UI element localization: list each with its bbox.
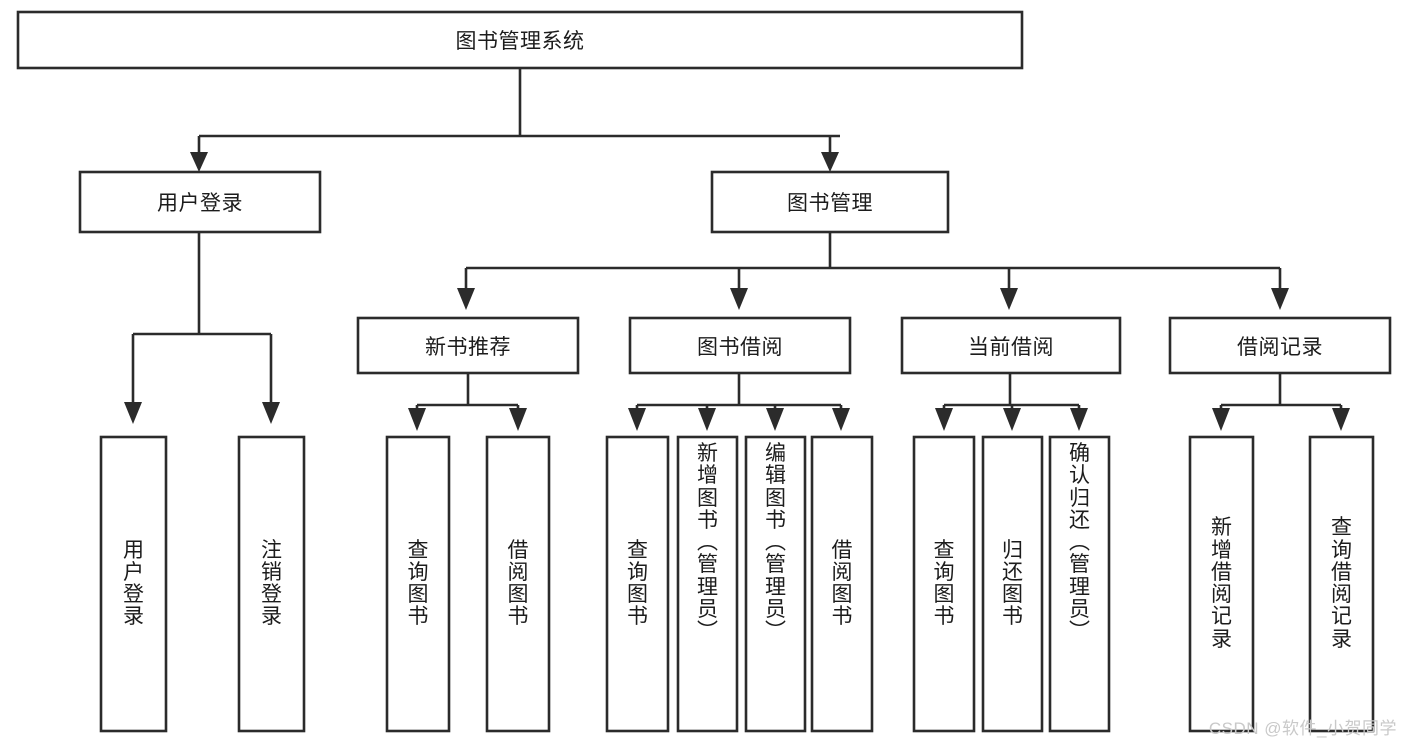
node-box-leaf-add-book[interactable] <box>676 435 739 733</box>
node-box-root[interactable] <box>16 10 1024 70</box>
node-box-leaf-return-book[interactable] <box>981 435 1044 733</box>
node-box-leaf-borrow-book-1[interactable] <box>485 435 551 733</box>
node-box-leaf-user-logout[interactable] <box>237 435 306 733</box>
node-box-leaf-query-record[interactable] <box>1308 435 1375 733</box>
node-box-leaf-query-book-3[interactable] <box>912 435 976 733</box>
node-box-current-borrow[interactable] <box>900 316 1122 375</box>
node-box-borrow-record[interactable] <box>1168 316 1392 375</box>
connector-bookborrow-to-leaves <box>628 373 850 431</box>
connector-root-to-level2 <box>190 68 840 172</box>
node-box-leaf-add-record[interactable] <box>1188 435 1255 733</box>
node-box-leaf-query-book-1[interactable] <box>385 435 451 733</box>
connector-newbook-to-leaves <box>408 373 527 431</box>
node-box-leaf-borrow-book-2[interactable] <box>810 435 874 733</box>
node-box-leaf-edit-book[interactable] <box>744 435 807 733</box>
node-box-leaf-query-book-2[interactable] <box>605 435 670 733</box>
node-box-book-borrow[interactable] <box>628 316 852 375</box>
node-box-new-book-recommend[interactable] <box>356 316 580 375</box>
node-box-user-login[interactable] <box>78 170 322 234</box>
connector-currentborrow-to-leaves <box>935 373 1088 431</box>
node-box-leaf-user-login[interactable] <box>99 435 168 733</box>
node-box-book-manage[interactable] <box>710 170 950 234</box>
node-box-leaf-confirm-return[interactable] <box>1048 435 1111 733</box>
connector-userlogin-to-leaves <box>124 232 280 424</box>
csdn-watermark: CSDN @软件_小贺同学 <box>1208 719 1397 738</box>
connector-borrowrecord-to-leaves <box>1212 373 1350 431</box>
connector-bookmanage-to-level3 <box>457 232 1289 310</box>
